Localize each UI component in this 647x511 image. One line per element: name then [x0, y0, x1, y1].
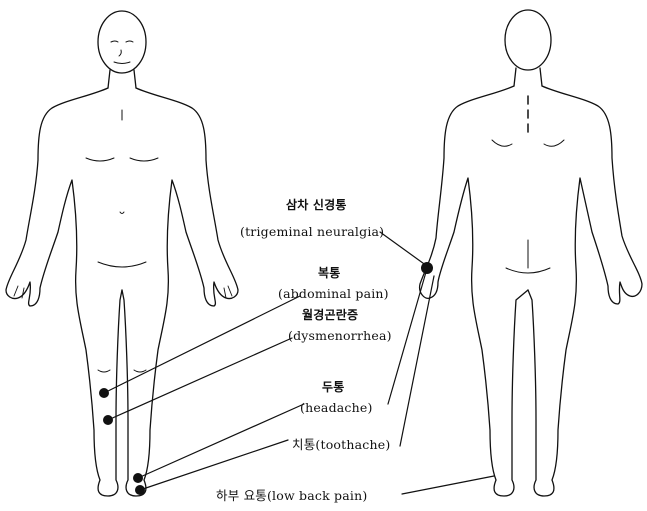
label-abdominal-ko: 복통 — [318, 264, 340, 281]
label-dysmenorrhea-ko: 월경곤란증 — [302, 306, 358, 323]
front-body-figure — [6, 11, 238, 496]
label-toothache: 치통(toothache) — [292, 434, 390, 453]
label-low-back-pain: 하부 요통(low back pain) — [216, 485, 367, 504]
leader-low-back — [402, 476, 494, 494]
leader-lines — [104, 232, 494, 494]
label-headache-en: (headache) — [300, 400, 373, 415]
label-abdominal-en: (abdominal pain) — [278, 286, 389, 301]
point-trigeminal-neuralgia — [421, 262, 433, 274]
label-trigeminal-ko: 삼차 신경통 — [286, 196, 347, 213]
back-body-figure — [420, 10, 642, 496]
label-trigeminal-en: (trigeminal neuralgia) — [240, 224, 384, 239]
leader-trigeminal — [380, 232, 427, 266]
back-head — [505, 10, 551, 70]
back-body-outline — [420, 86, 528, 496]
label-dysmenorrhea-en: (dysmenorrhea) — [288, 328, 392, 343]
label-headache-ko: 두통 — [322, 378, 344, 395]
leader-dysmenorrhea — [108, 338, 292, 420]
